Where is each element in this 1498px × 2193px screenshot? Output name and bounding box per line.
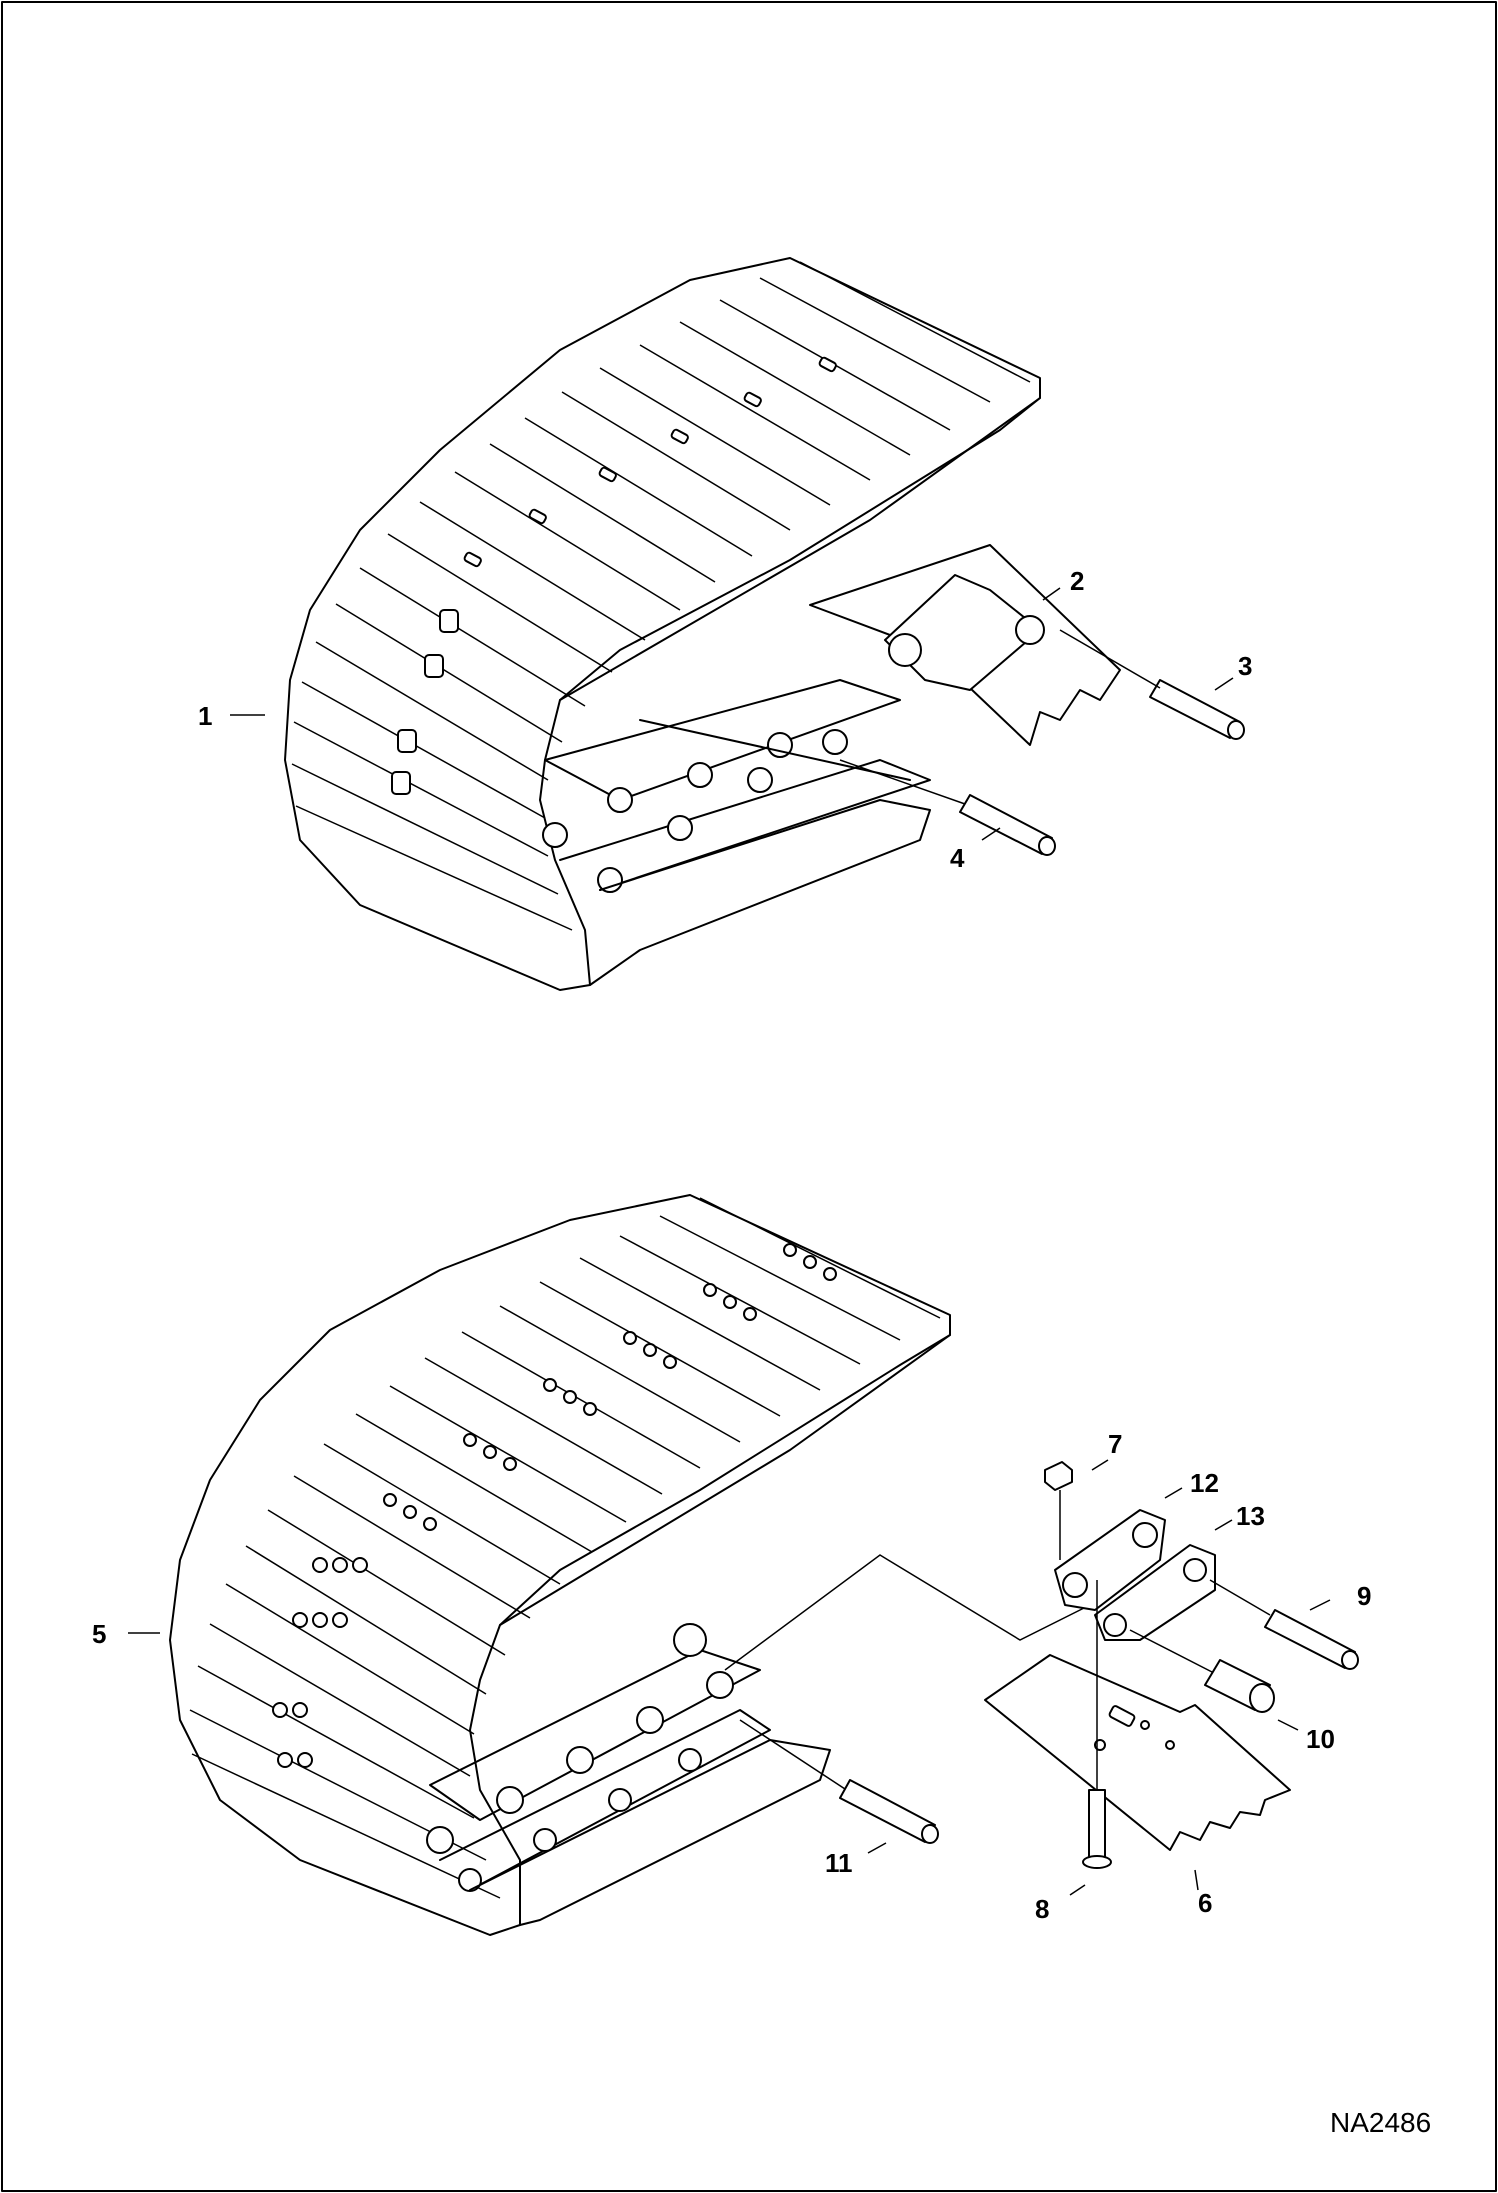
callout-9: 9 [1357, 1581, 1371, 1611]
callout-7: 7 [1108, 1429, 1122, 1459]
callout-labels: 1 2 3 4 5 6 7 8 9 10 11 12 13 [92, 566, 1371, 1924]
callout-11: 11 [825, 1848, 853, 1878]
pad-track-assembly [169, 1194, 951, 1936]
callout-13: 13 [1236, 1501, 1265, 1531]
callout-10: 10 [1306, 1724, 1335, 1754]
callout-8: 8 [1035, 1894, 1049, 1924]
callout-1: 1 [198, 701, 212, 731]
callout-leaders [128, 587, 1331, 1896]
callout-12: 12 [1190, 1468, 1219, 1498]
bushing-part-10 [1129, 1629, 1275, 1713]
steel-track-assembly [284, 257, 1041, 991]
callout-5: 5 [92, 1619, 106, 1649]
callout-3: 3 [1238, 651, 1252, 681]
shoe-part-6 [984, 1654, 1291, 1851]
callout-4: 4 [950, 843, 965, 873]
pin-part-9 [1209, 1579, 1359, 1670]
master-link-part-2 [809, 544, 1121, 746]
figure-reference: NA2486 [1330, 2107, 1431, 2138]
pin-part-3 [1059, 629, 1245, 740]
leader-master-link [724, 1554, 1091, 1671]
bolt-part-8 [1082, 1580, 1112, 1869]
split-master-link-parts-12-13 [1054, 1509, 1216, 1641]
callout-2: 2 [1070, 566, 1084, 596]
pin-part-4 [839, 759, 1056, 856]
nut-part-7 [1044, 1461, 1073, 1560]
callout-6: 6 [1198, 1888, 1212, 1918]
pin-part-11 [739, 1719, 939, 1844]
